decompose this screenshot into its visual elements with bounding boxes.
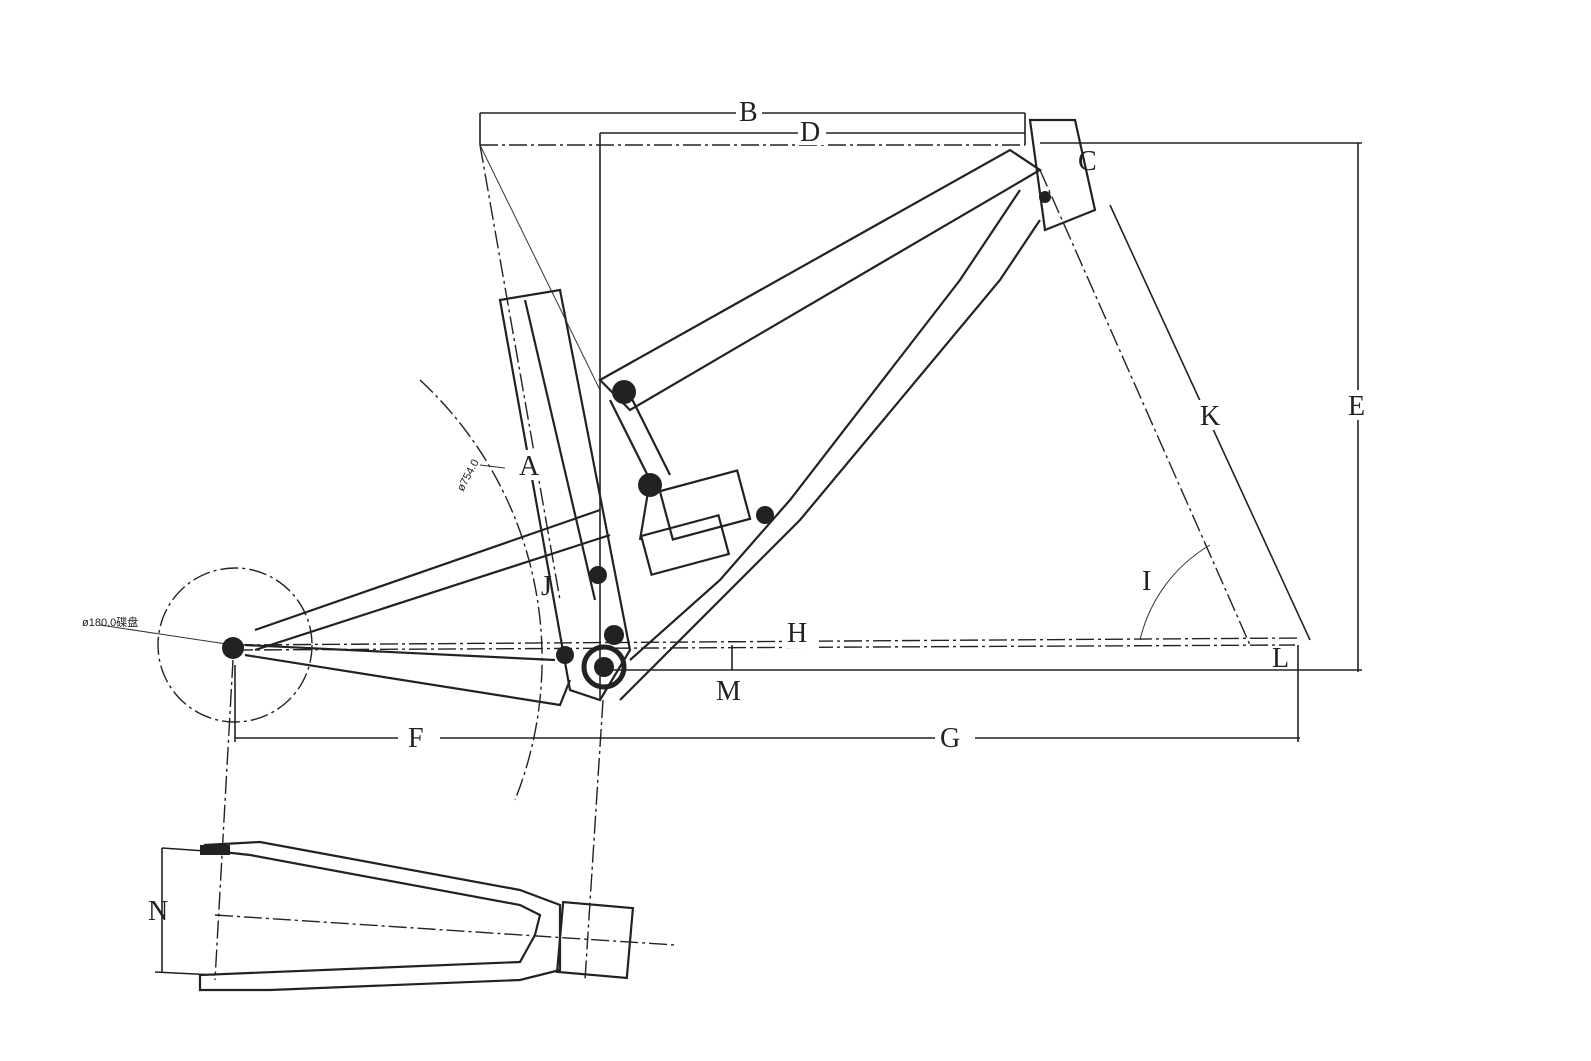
rear-stay-top-view: [198, 840, 635, 992]
label-J: J: [541, 571, 552, 602]
label-K: K: [1200, 401, 1220, 432]
label-N: N: [148, 896, 168, 927]
label-G: G: [940, 723, 960, 754]
label-F: F: [408, 723, 424, 754]
label-E: E: [1348, 391, 1365, 422]
dimension-lines: [99, 112, 1362, 981]
label-I: I: [1142, 566, 1151, 597]
label-A: A: [519, 451, 540, 482]
label-B: B: [739, 97, 758, 128]
label-M: M: [716, 676, 741, 707]
label-D: D: [800, 117, 820, 148]
label-L: L: [1272, 643, 1289, 674]
main-frame: [244, 118, 1097, 707]
wheel-diameter-arc: [419, 379, 543, 801]
label-H: H: [787, 618, 807, 649]
pivots: [222, 191, 1051, 690]
wheel-diameter-label: ø754.0: [455, 458, 482, 494]
dimension-labels: B D C E K A I J H M L F G N ø754.0 ø180.…: [82, 95, 1372, 927]
label-C: C: [1078, 146, 1097, 177]
rotor-diameter-label: ø180.0碟盘: [82, 615, 138, 629]
